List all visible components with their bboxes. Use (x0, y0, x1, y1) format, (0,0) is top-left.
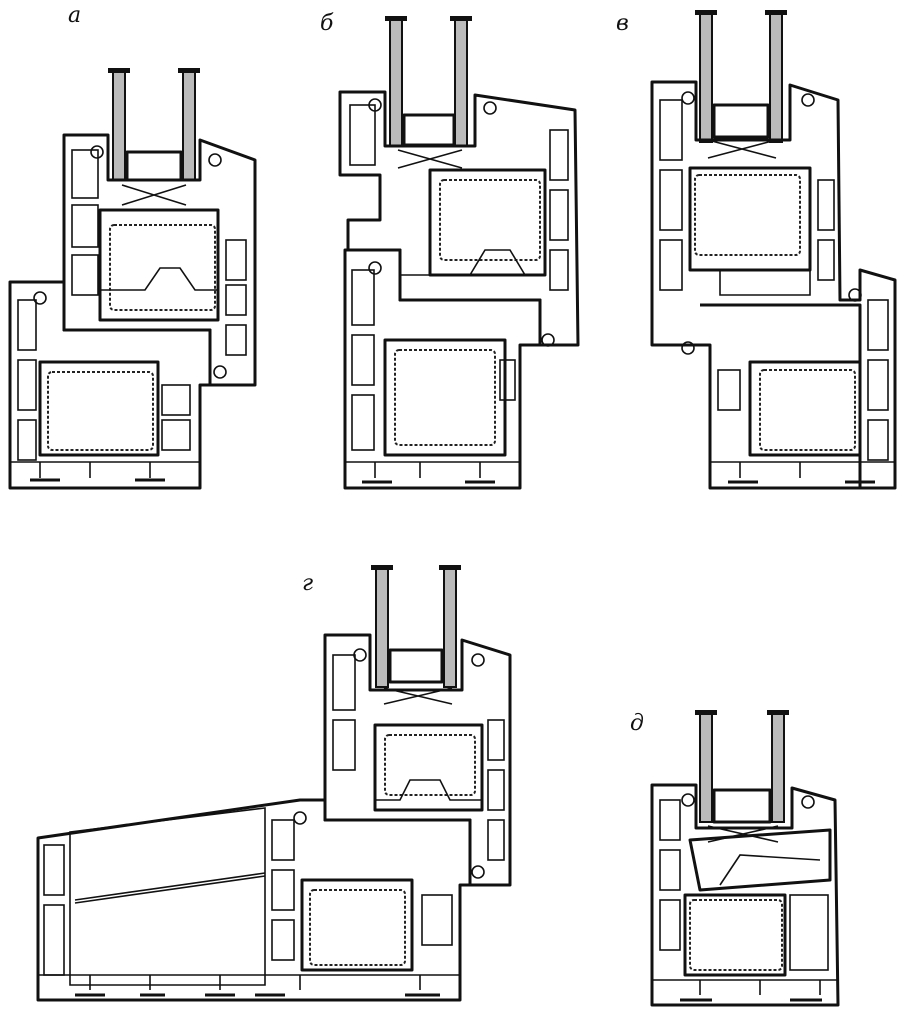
panel-label-g: г (302, 571, 313, 596)
panel-label-a: а (68, 3, 81, 28)
panel-label-d: д (630, 711, 644, 736)
panel-label-v: в (616, 11, 629, 36)
profile-section-g (36, 565, 512, 1002)
profile-section-d (650, 710, 840, 1007)
profile-section-b (338, 16, 580, 490)
panel-label-b: б (320, 11, 334, 36)
profile-section-a (8, 68, 257, 490)
profile-section-v (650, 10, 897, 490)
